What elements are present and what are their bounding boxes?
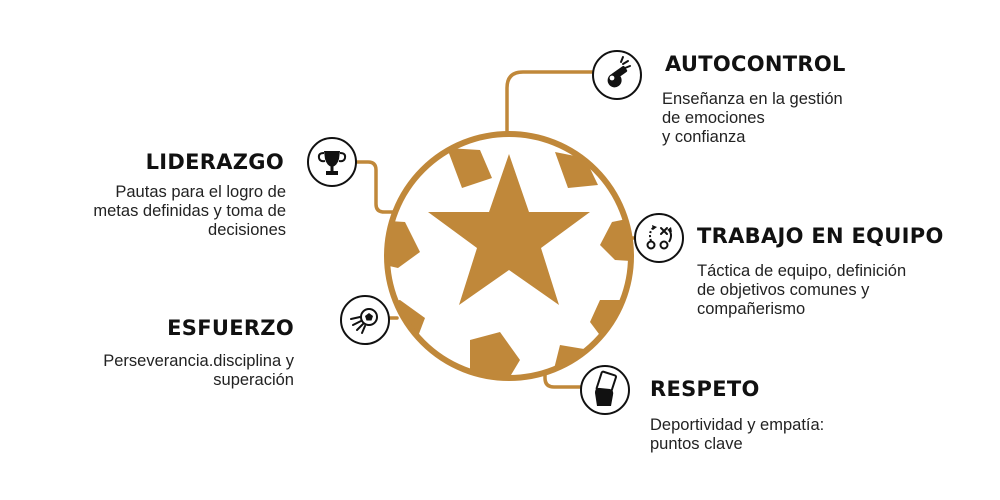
kicked-ball-icon: [340, 295, 390, 345]
connector-liderazgo: [355, 160, 397, 214]
tactics-board-icon: [634, 213, 684, 263]
whistle-icon: [592, 50, 642, 100]
desc-autocontrol: Enseñanza en la gestión de emociones y c…: [662, 90, 843, 146]
title-liderazgo: LIDERAZGO: [145, 150, 284, 174]
title-esfuerzo: ESFUERZO: [167, 316, 294, 340]
soccer-ball-icon: [384, 131, 634, 381]
connector-autocontrol: [505, 70, 594, 142]
trophy-icon: [307, 137, 357, 187]
referee-card-icon: [580, 365, 630, 415]
desc-trabajo-en-equipo: Táctica de equipo, definición de objetiv…: [697, 262, 907, 318]
desc-esfuerzo: Perseverancia.disciplina y superación: [103, 352, 294, 389]
title-trabajo-en-equipo: TRABAJO EN EQUIPO: [697, 224, 944, 248]
title-respeto: RESPETO: [650, 377, 760, 401]
desc-respeto: Deportividad y empatía: puntos clave: [650, 416, 825, 453]
desc-liderazgo: Pautas para el logro de metas definidas …: [93, 183, 286, 239]
title-autocontrol: AUTOCONTROL: [665, 52, 846, 76]
connector-respeto: [543, 370, 582, 389]
